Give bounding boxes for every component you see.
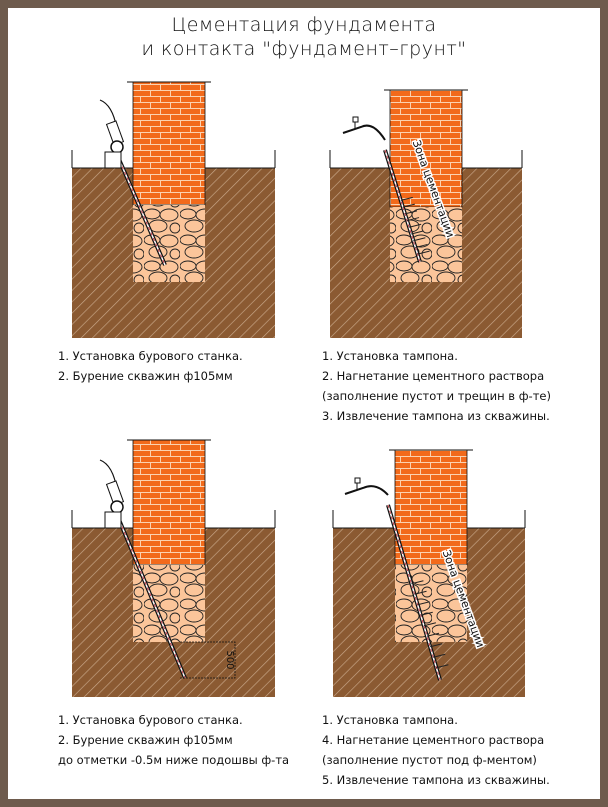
- grout-injection-arrow: [423, 622, 437, 627]
- brick-wall: [394, 449, 468, 566]
- title-line-2: и контакта "фундамент–грунт": [141, 38, 467, 60]
- grout-injection-arrow: [417, 250, 430, 255]
- grout-injection-arrow: [404, 210, 418, 215]
- caption: 3. Извлечение тампона из скважины.: [322, 409, 550, 423]
- caption: 1. Установка бурового станка.: [58, 713, 243, 727]
- title-line-1: Цементация фундамента: [171, 14, 437, 36]
- caption: 1. Установка тампона.: [322, 713, 458, 727]
- panel-2: Зона цементации: [329, 89, 523, 338]
- dimension-line: [180, 641, 236, 679]
- panel-1: [71, 81, 276, 338]
- rubble-foundation: [395, 565, 467, 642]
- panel-3: 500: [71, 439, 276, 697]
- grout-injection-arrow: [409, 223, 422, 228]
- borehole-axis: [114, 509, 186, 679]
- pressure-gauge-icon: [352, 116, 359, 123]
- brick-wall: [132, 439, 206, 566]
- drill-rig-base: [104, 151, 122, 169]
- grout-injection-arrow: [436, 664, 449, 669]
- brick-wall: [389, 89, 463, 208]
- panel-2-captions: 1. Установка тампона. 2. Нагнетание цеме…: [322, 346, 551, 426]
- grout-injection-arrow: [417, 601, 430, 606]
- grout-injection-arrow: [433, 653, 446, 658]
- panel-4: Зона цементации: [332, 449, 526, 697]
- panel-1-captions: 1. Установка бурового станка. 2. Бурение…: [58, 346, 243, 386]
- borehole-axis: [387, 504, 441, 681]
- grout-injection-arrow: [400, 196, 413, 201]
- grout-injection-arrow: [415, 243, 428, 248]
- caption: (заполнение пустот и трещин в ф-те): [322, 389, 551, 403]
- panel-3-captions: 1. Установка бурового станка. 2. Бурение…: [58, 710, 289, 770]
- brick-wall: [132, 81, 206, 206]
- grout-injection-arrow: [429, 643, 443, 648]
- drill-wheel-icon: [110, 500, 124, 514]
- caption: 2. Бурение скважин ф105мм: [58, 733, 233, 747]
- grout-injection-arrow: [402, 203, 415, 208]
- grout-hose: [342, 124, 386, 141]
- panel-4-captions: 1. Установка тампона. 4. Нагнетание цеме…: [322, 710, 550, 790]
- caption: 1. Установка тампона.: [322, 349, 458, 363]
- caption: 1. Установка бурового станка.: [58, 349, 243, 363]
- pressure-gauge-icon: [354, 477, 361, 484]
- caption: 5. Извлечение тампона из скважины.: [322, 773, 550, 787]
- grout-injection-arrow: [426, 632, 440, 637]
- dimension-label: 500: [224, 650, 235, 669]
- grout-injection-arrow: [411, 230, 424, 235]
- caption: (заполнение пустот под ф-ментом): [322, 753, 537, 767]
- drill-rig-base: [104, 511, 122, 529]
- caption: до отметки -0.5м ниже подошвы ф-та: [58, 753, 290, 767]
- caption: 2. Бурение скважин ф105мм: [58, 369, 233, 383]
- caption: 4. Нагнетание цементного раствора: [322, 733, 545, 747]
- grout-injection-arrow: [420, 611, 433, 616]
- caption: 2. Нагнетание цементного раствора: [322, 369, 545, 383]
- drill-wheel-icon: [110, 140, 124, 154]
- grout-injection-arrow: [413, 237, 426, 242]
- borehole-axis: [384, 149, 421, 263]
- borehole-axis: [114, 149, 166, 266]
- grout-injection-arrow: [406, 217, 420, 222]
- grout-injection-arrow: [414, 590, 427, 595]
- grout-hose: [344, 485, 389, 496]
- grout-injection-arrow: [411, 580, 424, 585]
